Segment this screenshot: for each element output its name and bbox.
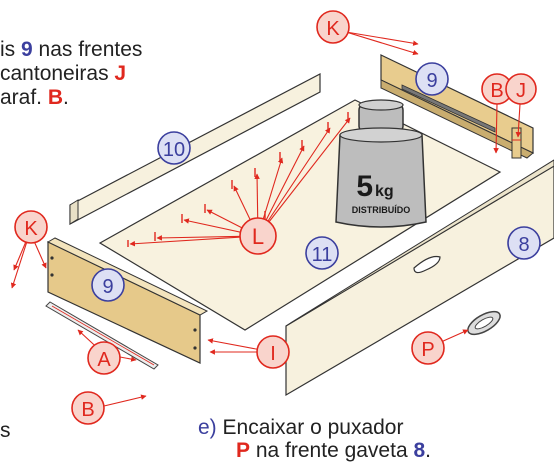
instruction-e-line1: e) Encaixar o puxador xyxy=(198,416,404,439)
weight-icon: 5 kg DISTRIBUÍDO xyxy=(335,99,427,228)
rail-a xyxy=(45,301,159,370)
letter-callout-a: A xyxy=(87,341,121,375)
letter-callout-j: J xyxy=(505,73,537,105)
front-board-9 xyxy=(46,237,209,364)
instruction-d-line3: araf. B. xyxy=(0,86,69,109)
svg-text:9: 9 xyxy=(102,276,113,298)
number-callout-9-front: 9 xyxy=(91,268,125,302)
number-callout-8: 8 xyxy=(507,226,541,260)
instruction-d-line4: s xyxy=(0,419,11,442)
letter-callout-b-bottom: B xyxy=(71,391,105,425)
svg-text:I: I xyxy=(270,343,276,365)
svg-text:9: 9 xyxy=(426,70,437,92)
side-board-10 xyxy=(69,73,321,225)
weight-unit: kg xyxy=(375,183,394,200)
letter-callout-k-top: K xyxy=(316,10,350,44)
letter-callout-i: I xyxy=(256,335,290,369)
svg-text:K: K xyxy=(24,218,38,240)
svg-text:J: J xyxy=(516,80,526,102)
weight-value: 5 xyxy=(356,170,373,203)
bracket-j-icon xyxy=(511,127,522,159)
weight-note: DISTRIBUÍDO xyxy=(352,205,411,215)
svg-text:L: L xyxy=(252,224,264,249)
svg-text:K: K xyxy=(326,18,340,40)
letter-callout-k-left: K xyxy=(14,210,48,244)
number-callout-9-back: 9 xyxy=(415,62,449,96)
instruction-e-line2: P na frente gaveta 8. xyxy=(236,439,431,462)
svg-text:11: 11 xyxy=(312,244,333,266)
svg-text:10: 10 xyxy=(163,139,185,161)
instruction-d-line1: is 9 nas frentes xyxy=(0,38,143,61)
svg-text:8: 8 xyxy=(518,234,529,256)
drawer-front-8 xyxy=(285,159,554,397)
letter-callout-b-top: B xyxy=(481,73,513,105)
svg-text:A: A xyxy=(97,349,111,371)
svg-text:B: B xyxy=(490,80,503,102)
number-callout-11: 11 xyxy=(305,236,339,270)
letter-callout-l: L xyxy=(239,217,277,255)
rail-back xyxy=(401,84,496,133)
instruction-d-line2: cantoneiras J xyxy=(0,62,127,85)
letter-callout-p: P xyxy=(411,331,445,365)
svg-text:B: B xyxy=(81,399,94,421)
number-callout-10: 10 xyxy=(157,131,191,165)
handle-p-icon xyxy=(467,310,501,336)
svg-text:P: P xyxy=(421,339,434,361)
